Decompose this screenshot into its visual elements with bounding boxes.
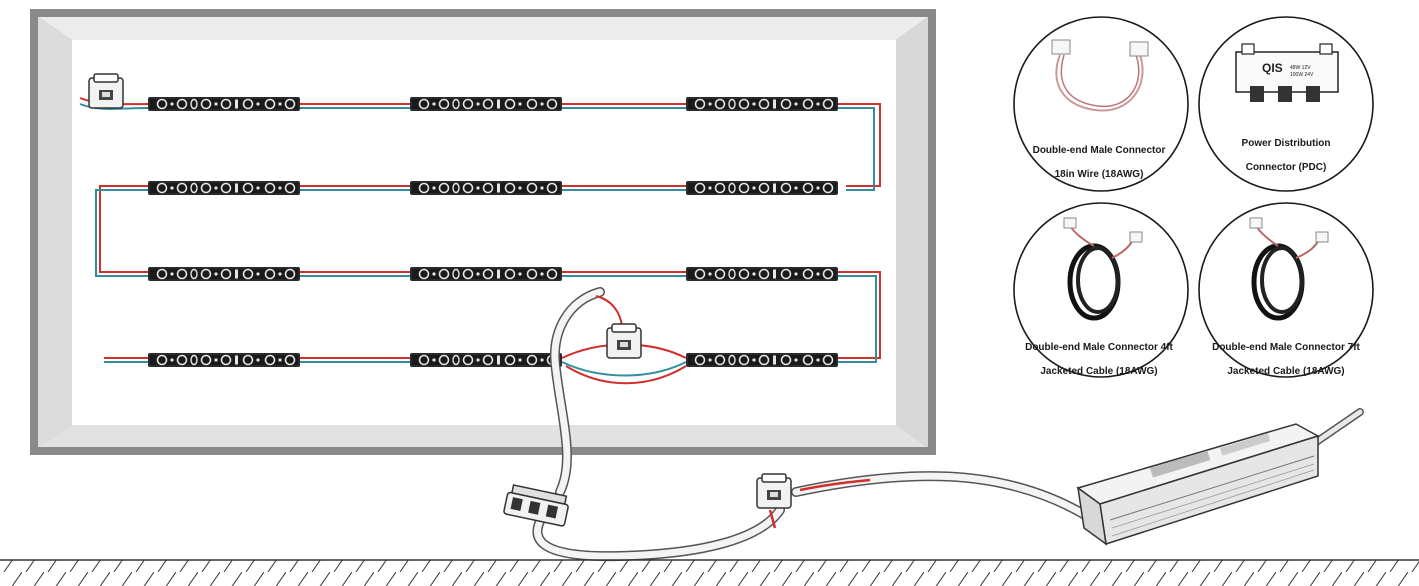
led-module: [685, 266, 839, 282]
led-module: [685, 352, 839, 368]
cable-coil-icon: [1249, 217, 1329, 321]
accessory-circle-4ft-cable: [1013, 202, 1189, 378]
accessory-circle-pdc: QIS 48W 12V 100W 24V: [1198, 16, 1374, 192]
led-module: [685, 180, 839, 196]
led-module: [147, 96, 301, 112]
led-module: [147, 352, 301, 368]
led-module: [147, 266, 301, 282]
led-module: [409, 180, 563, 196]
accessory-label-line1: Double-end Male Connector: [1032, 145, 1166, 156]
accessory-label-4ft-cable: Double-end Male Connector 4ft Jacketed C…: [1018, 330, 1180, 378]
accessory-circle-18in-wire: [1013, 16, 1189, 192]
accessory-label-line1: Double-end Male Connector 4ft: [1025, 342, 1173, 353]
accessory-label-line2: Connector (PDC): [1245, 162, 1327, 173]
pdc-connector: [606, 323, 642, 359]
led-module: [147, 180, 301, 196]
svg-text:QIS: QIS: [1262, 61, 1283, 75]
ground-line: [0, 559, 1419, 586]
accessory-label-7ft-cable: Double-end Male Connector 7ft Jacketed C…: [1201, 330, 1371, 378]
accessory-label-line2: Jacketed Cable (18AWG): [1227, 366, 1345, 377]
pdc-rating-line1: 48W 12V: [1290, 65, 1311, 71]
sign-frame: [30, 9, 936, 455]
led-module: [685, 96, 839, 112]
led-driver: [1076, 408, 1364, 546]
accessory-label-line2: Jacketed Cable (18AWG): [1040, 366, 1158, 377]
accessory-label-pdc: Power Distribution Connector (PDC): [1205, 126, 1367, 174]
ground-pdc-block: [503, 484, 569, 527]
accessory-label-line2: 18in Wire (18AWG): [1054, 169, 1144, 180]
wire-connector-icon: [1051, 39, 1149, 112]
feed-cable: [532, 287, 1090, 562]
pdc-rating-line2: 100W 24V: [1290, 72, 1314, 78]
input-connector: [88, 73, 124, 109]
accessory-label-line1: Double-end Male Connector 7ft: [1212, 342, 1360, 353]
accessory-label-line1: Power Distribution: [1241, 138, 1331, 149]
accessory-circle-7ft-cable: [1198, 202, 1374, 378]
led-module: [409, 352, 563, 368]
pdc-icon: QIS 48W 12V 100W 24V: [1235, 43, 1339, 102]
led-module: [409, 266, 563, 282]
driver-connector: [756, 473, 792, 509]
cable-coil-icon: [1063, 217, 1143, 321]
accessory-label-18in-wire: Double-end Male Connector 18in Wire (18A…: [1018, 133, 1180, 181]
led-module: [409, 96, 563, 112]
